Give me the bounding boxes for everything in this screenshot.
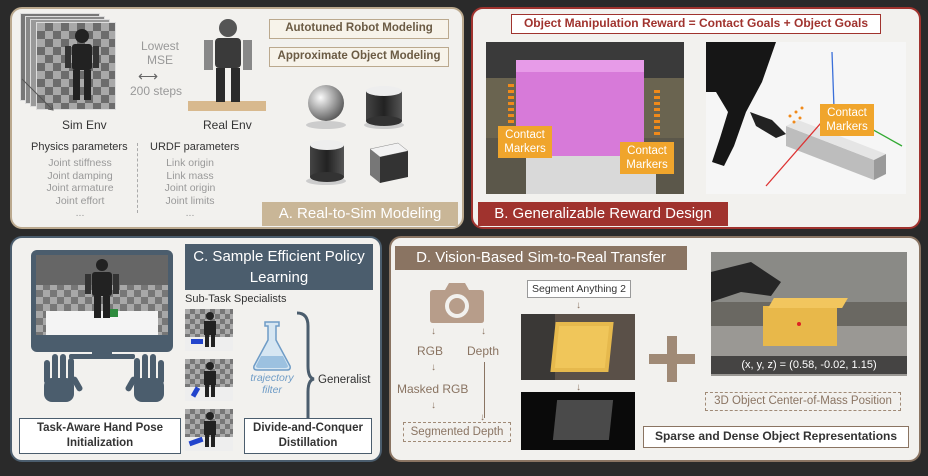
urdf-param: Joint limits (165, 194, 215, 207)
urdf-param: Joint origin (164, 182, 216, 194)
physics-param: Joint effort (55, 194, 105, 207)
reward-sim-render-right: Contact Markers (706, 42, 906, 194)
lowest-mse-label: Lowest MSE (140, 39, 180, 67)
physics-params-header: Physics parameters (31, 141, 128, 153)
urdf-param: ... (185, 207, 195, 219)
sim-robot-icon (85, 259, 119, 318)
sphere-shape (308, 85, 344, 121)
segmented-rgb-image (521, 314, 635, 380)
panel-reward-design: Object Manipulation Reward = Contact Goa… (471, 7, 921, 229)
arrow-down: ↓ (431, 326, 436, 337)
trajectory-filter-label: trajectory filter (250, 372, 294, 396)
coords-readout: (x, y, z) = (0.58, -0.02, 1.15) (711, 356, 907, 374)
object-primitives (306, 85, 409, 185)
arrow-down: ↓ (431, 362, 436, 373)
panel-policy-learning: Task-Aware Hand Pose Initialization C. S… (10, 236, 382, 462)
urdf-params-list: Link origin Link mass Joint origin Joint… (142, 157, 238, 220)
camera-icon (430, 283, 484, 323)
urdf-params-header: URDF parameters (150, 141, 240, 153)
autotuned-robot-modeling-box: Autotuned Robot Modeling (269, 19, 449, 39)
specialist-thumb-2 (185, 359, 233, 401)
reward-equation-box: Object Manipulation Reward = Contact Goa… (511, 14, 881, 34)
specialist-thumb-3 (185, 409, 233, 451)
sim-robot-icon (65, 29, 99, 100)
panel-b-title: B. Generalizable Reward Design (478, 202, 728, 226)
real-object-photo: (x, y, z) = (0.58, -0.02, 1.15) (711, 252, 907, 376)
masked-rgb-label: Masked RGB (397, 382, 469, 396)
rgb-label: RGB (417, 344, 444, 358)
urdf-param: Link origin (166, 157, 214, 169)
real-env-image (188, 17, 266, 113)
panel-c-title: C. Sample Efficient Policy Learning (185, 244, 373, 290)
arrow-down: ↓ (576, 300, 581, 311)
contact-markers-label: Contact Markers (620, 142, 674, 174)
arrow-down: ↓ (481, 326, 486, 337)
divide-and-conquer-distillation-box: Divide-and-Conquer Distillation (244, 418, 372, 454)
physics-param: ... (75, 207, 85, 219)
approximate-object-modeling-box: Approximate Object Modeling (269, 47, 449, 67)
com-position-label: 3D Object Center-of-Mass Position (705, 392, 901, 411)
arrow-down: ↓ (431, 400, 436, 411)
sub-task-specialists-label: Sub-Task Specialists (185, 293, 287, 305)
sparse-dense-box: Sparse and Dense Object Representations (643, 426, 909, 448)
physics-param: Joint damping (47, 169, 113, 182)
steps-label: 200 steps (130, 84, 183, 98)
physics-param: Joint armature (46, 182, 114, 194)
arrow-down: ↓ (480, 412, 485, 423)
arrow-down: ↓ (576, 382, 581, 393)
sim-env-image-stack (20, 13, 130, 113)
depth-label: Depth (467, 344, 500, 358)
segment-anything-label: Segment Anything 2 (527, 280, 631, 298)
hands-icon (44, 354, 164, 402)
params-divider (137, 143, 138, 213)
urdf-param: Link mass (166, 169, 214, 182)
bidirectional-arrow: ⟷ (138, 68, 159, 84)
contact-markers-label: Contact Markers (498, 126, 552, 158)
segmented-depth-box: Segmented Depth (403, 422, 511, 442)
real-robot-icon (204, 19, 252, 102)
specialist-thumb-1 (185, 309, 233, 351)
plus-icon (649, 336, 695, 382)
physics-param: Joint stiffness (48, 157, 112, 169)
flask-icon (253, 321, 291, 371)
segmented-depth-image (521, 392, 635, 450)
monitor-icon (31, 250, 173, 359)
generalist-label: Generalist (318, 374, 371, 386)
panel-real-to-sim: Sim Env Lowest MSE ⟷ 200 steps Real Env … (10, 7, 464, 229)
real-env-label: Real Env (203, 118, 252, 132)
panel-d-title: D. Vision-Based Sim-to-Real Transfer (395, 246, 687, 270)
stack-depth-arrow (21, 78, 54, 111)
contact-markers-label: Contact Markers (820, 104, 874, 136)
panel-sim-to-real: D. Vision-Based Sim-to-Real Transfer ↓ ↓… (389, 236, 921, 462)
physics-params-list: Joint stiffness Joint damping Joint arma… (28, 157, 132, 220)
task-aware-hand-pose-box: Task-Aware Hand Pose Initialization (19, 418, 181, 454)
panel-a-title: A. Real-to-Sim Modeling (262, 202, 458, 226)
sim-env-label: Sim Env (62, 118, 107, 132)
depth-arrow-line (484, 362, 485, 418)
reward-sim-render-left: Contact Markers Contact Markers (486, 42, 684, 194)
